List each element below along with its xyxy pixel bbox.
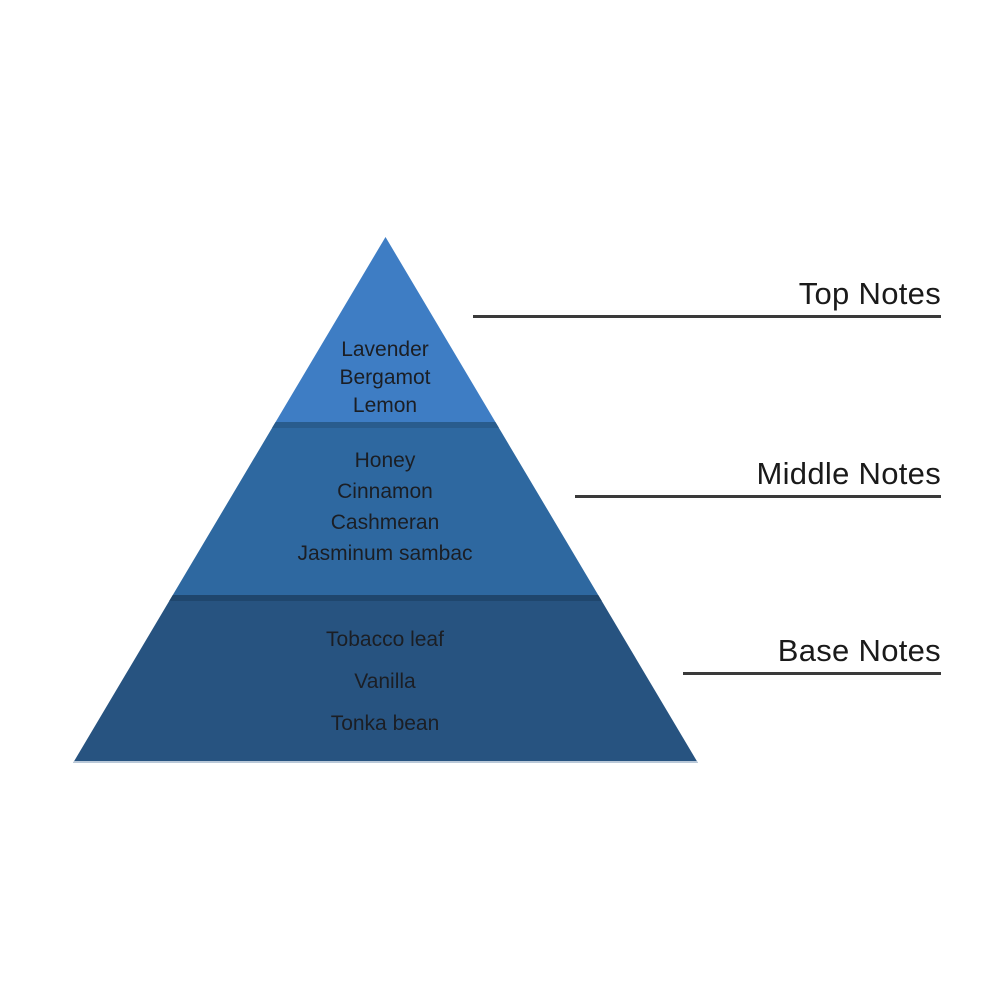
middle-base-bevel-edge bbox=[169, 595, 602, 601]
note-item: Lemon bbox=[352, 394, 418, 417]
note-item: Tonka bean bbox=[330, 712, 440, 735]
note-item: Cinnamon bbox=[337, 480, 433, 503]
middle-notes-label: Middle Notes bbox=[756, 456, 941, 491]
note-item: Honey bbox=[354, 449, 416, 472]
pyramid-bottom-edge bbox=[73, 761, 698, 763]
note-item: Cashmeran bbox=[330, 511, 440, 534]
top-notes-label: Top Notes bbox=[798, 276, 941, 311]
note-item: Tobacco leaf bbox=[326, 628, 444, 651]
base-notes-label: Base Notes bbox=[777, 633, 941, 668]
pyramid-middle-section bbox=[172, 422, 599, 595]
note-item: Jasminum sambac bbox=[297, 542, 473, 565]
pyramid-base-section bbox=[73, 595, 698, 763]
top-notes-leader-line bbox=[473, 315, 941, 318]
middle-notes-leader-line bbox=[575, 495, 941, 498]
note-item: Vanilla bbox=[354, 670, 416, 693]
base-notes-list: Tobacco leaf Vanilla Tonka bean bbox=[235, 619, 535, 745]
top-notes-label-group: Top Notes bbox=[473, 277, 941, 318]
base-notes-leader-line bbox=[683, 672, 941, 675]
note-item: Bergamot bbox=[339, 366, 431, 389]
base-notes-label-group: Base Notes bbox=[683, 634, 941, 675]
pyramid-top-section bbox=[275, 237, 496, 422]
middle-notes-label-group: Middle Notes bbox=[575, 457, 941, 498]
middle-notes-list: Honey Cinnamon Cashmeran Jasminum sambac bbox=[235, 445, 535, 569]
top-middle-bevel-edge bbox=[272, 422, 499, 428]
top-notes-list: Lavender Bergamot Lemon bbox=[235, 336, 535, 420]
note-item: Lavender bbox=[341, 338, 429, 361]
